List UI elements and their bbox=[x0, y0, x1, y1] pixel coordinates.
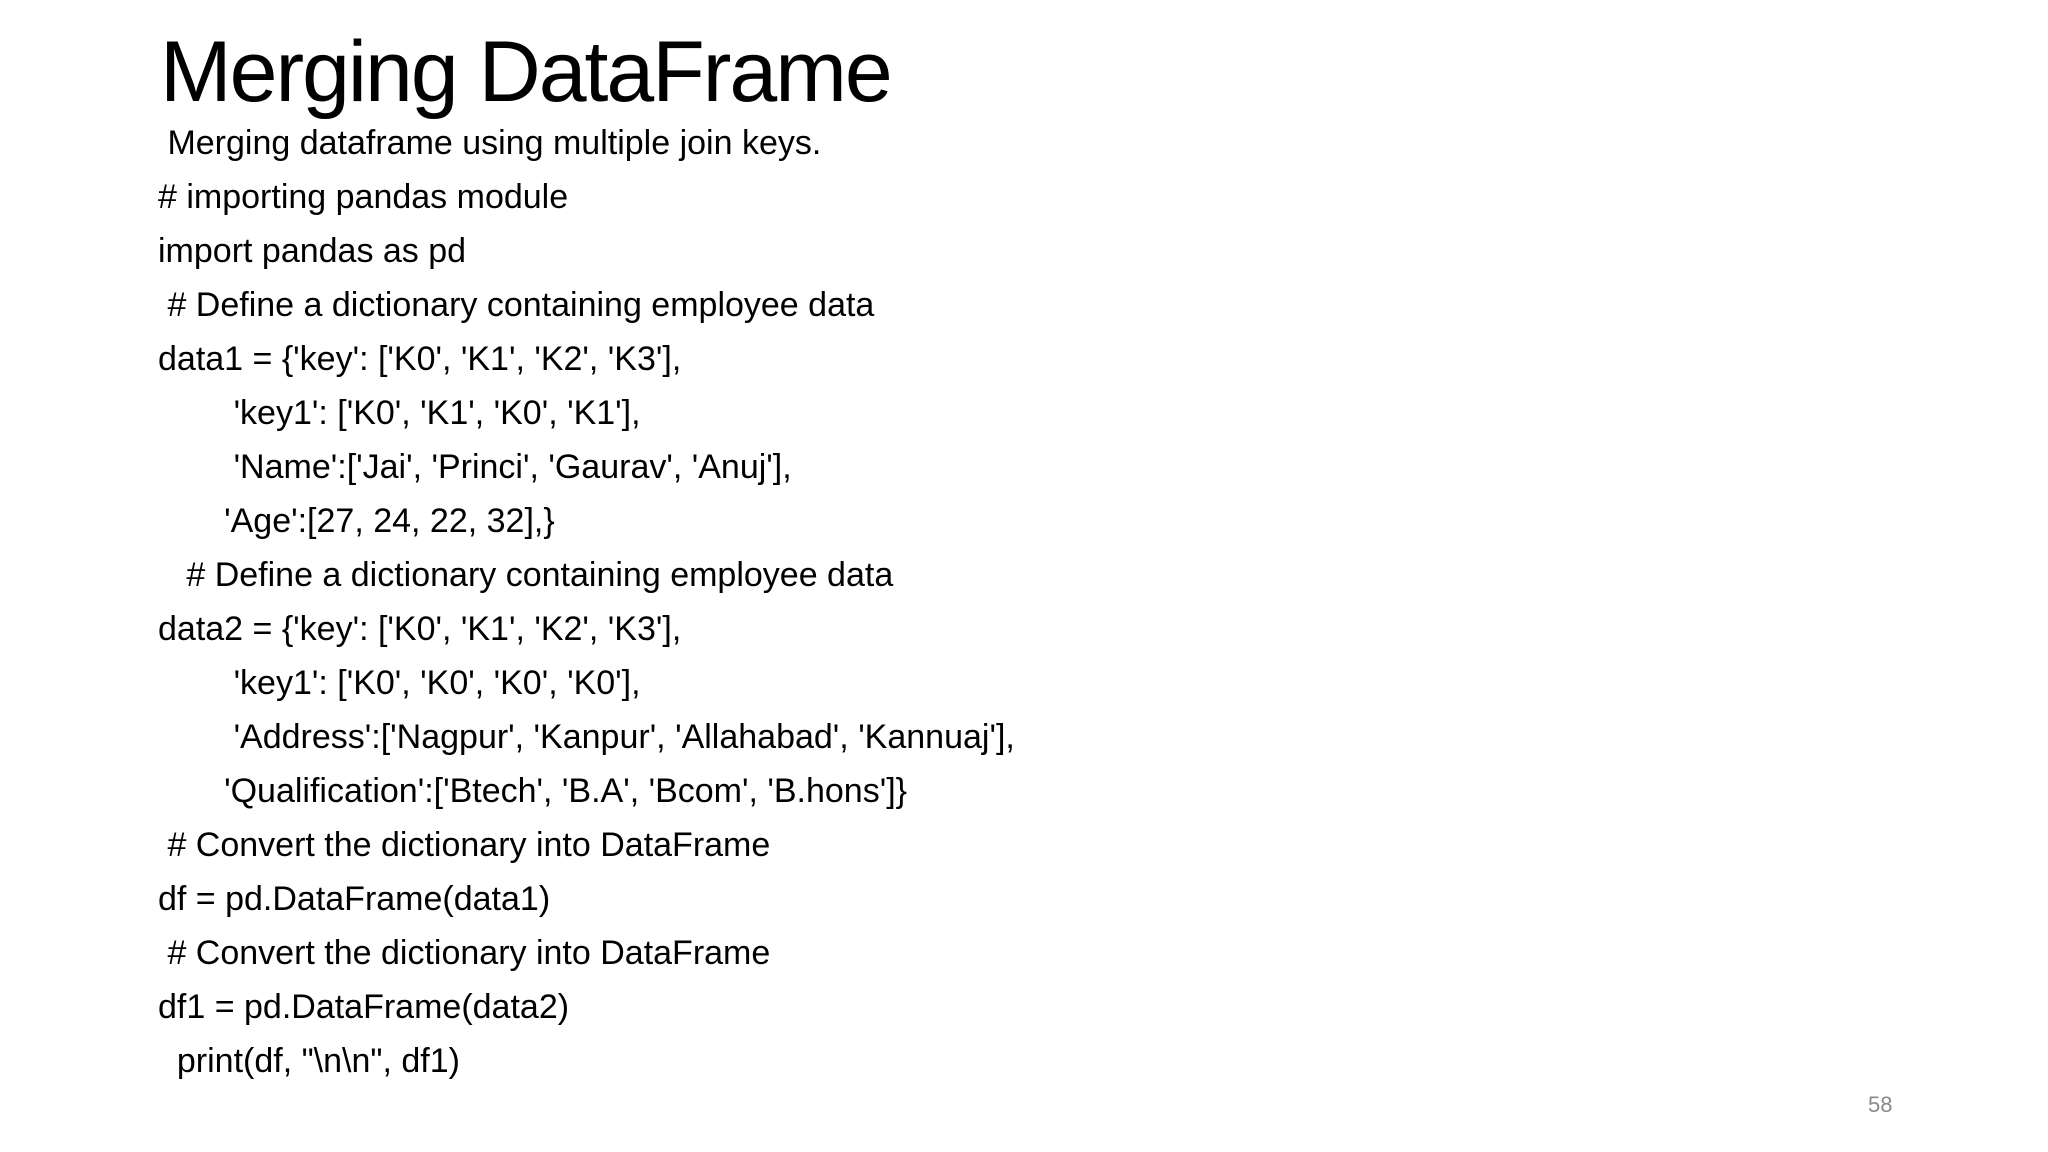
code-line: # Convert the dictionary into DataFrame bbox=[158, 826, 771, 864]
code-line: 'Qualification':['Btech', 'B.A', 'Bcom',… bbox=[158, 772, 908, 810]
code-line: 'Address':['Nagpur', 'Kanpur', 'Allahaba… bbox=[158, 718, 1015, 756]
code-line: import pandas as pd bbox=[158, 232, 467, 270]
code-line: # Define a dictionary containing employe… bbox=[158, 286, 875, 324]
code-line: data1 = {'key': ['K0', 'K1', 'K2', 'K3']… bbox=[158, 340, 682, 378]
code-line: print(df, "\n\n", df1) bbox=[158, 1042, 460, 1080]
slide-number: 58 bbox=[1868, 1092, 1893, 1117]
code-line: 'Age':[27, 24, 22, 32],} bbox=[158, 502, 555, 540]
slide-content: Merging dataframe using multiple join ke… bbox=[158, 116, 1858, 1088]
code-line: 'Name':['Jai', 'Princi', 'Gaurav', 'Anuj… bbox=[158, 448, 792, 486]
code-line: 'key1': ['K0', 'K1', 'K0', 'K1'], bbox=[158, 394, 641, 432]
code-line: # Convert the dictionary into DataFrame bbox=[158, 934, 771, 972]
slide-title: Merging DataFrame bbox=[160, 24, 893, 120]
code-line: 'key1': ['K0', 'K0', 'K0', 'K0'], bbox=[158, 664, 641, 702]
code-line: df = pd.DataFrame(data1) bbox=[158, 880, 551, 918]
code-line: # importing pandas module bbox=[158, 178, 569, 216]
code-line: data2 = {'key': ['K0', 'K1', 'K2', 'K3']… bbox=[158, 610, 682, 648]
subtitle-line: Merging dataframe using multiple join ke… bbox=[158, 124, 822, 162]
code-line: # Define a dictionary containing employe… bbox=[158, 556, 894, 594]
code-line: df1 = pd.DataFrame(data2) bbox=[158, 988, 570, 1026]
